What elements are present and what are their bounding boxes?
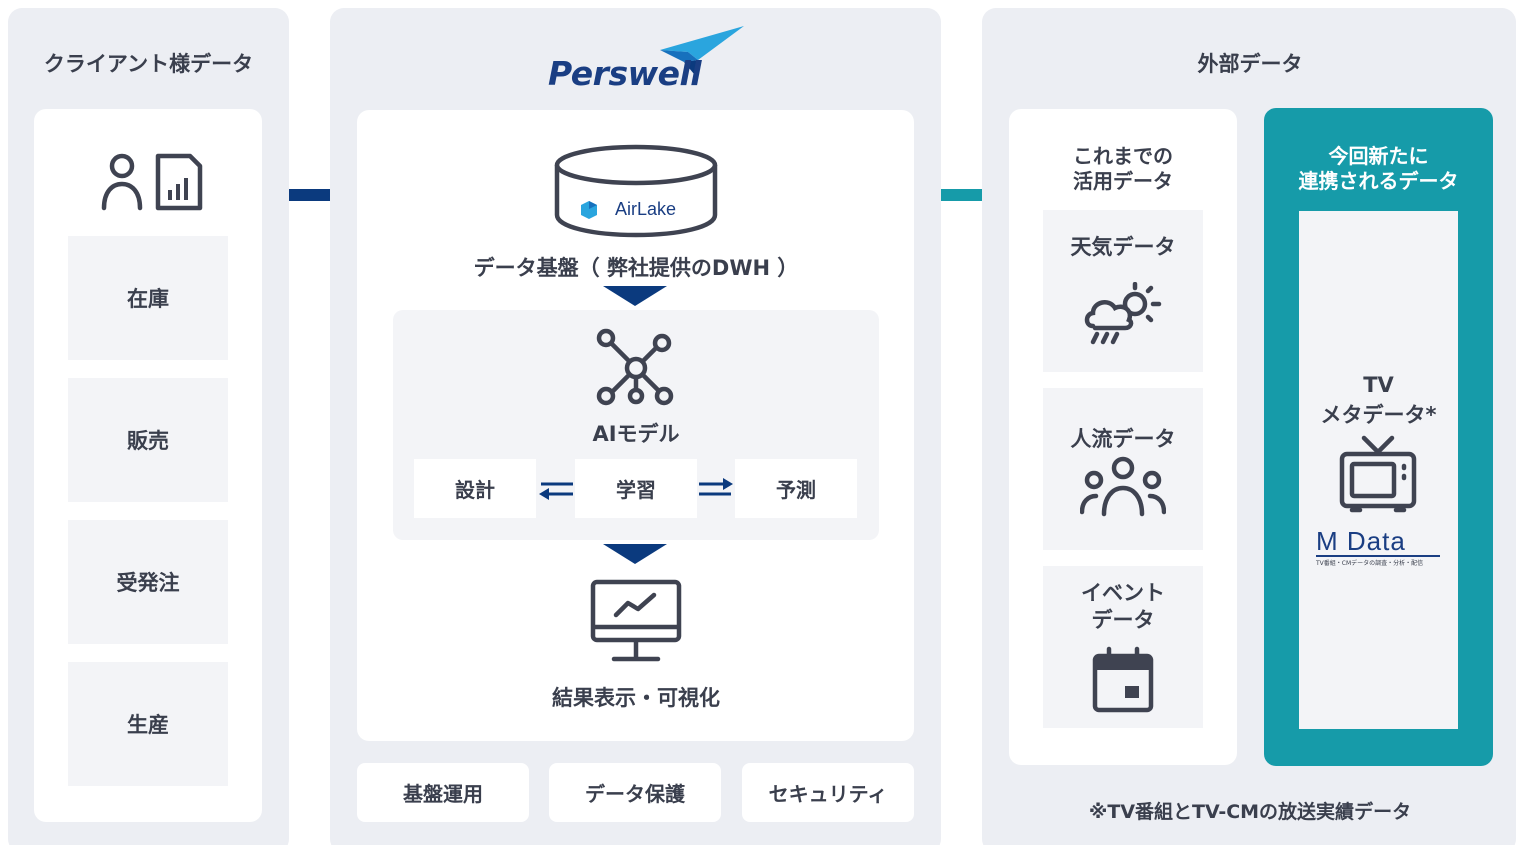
existing-data-title-line1: これまでの [1073,144,1173,168]
flow-down-arrow-2 [603,544,667,568]
event-data-label-line2: データ [1091,608,1155,632]
mdata-tagline: TV番組・CMデータの調査・分析・配信 [1316,560,1424,567]
perswell-logo: Perswell [548,26,748,96]
monitor-chart-icon [590,579,682,669]
perswell-logo-text: Perswell [548,54,702,93]
network-icon [594,328,676,410]
mdata-logo-text: M Data [1316,526,1406,556]
user-document-icon [100,152,204,212]
new-data-title-line1: 今回新たに [1328,144,1429,168]
tv-icon [1338,434,1418,518]
flow-down-arrow-1 [603,286,667,310]
step-prediction: 予測 [735,459,857,518]
existing-data-title-line2: 活用データ [1073,169,1173,193]
infra-operation-chip: 基盤運用 [357,763,529,822]
client-data-title: クライアント様データ [43,52,254,76]
mdata-logo-underline [1316,555,1440,557]
tv-metadata-label-line2: メタデータ* [1320,403,1437,427]
tv-metadata-label-line1: TV [1363,373,1394,397]
new-data-title-line2: 連携されるデータ [1298,169,1459,193]
people-group-icon [1079,456,1167,522]
event-data-tile [1043,566,1203,728]
client-item-production: 生産 [68,662,228,786]
security-chip: セキュリティ [742,763,914,822]
people-flow-label: 人流データ [1070,427,1176,451]
people-flow-tile [1043,388,1203,550]
dwh-label: データ基盤（ 弊社提供のDWH ） [473,256,799,280]
weather-icon [1081,281,1165,350]
client-item-inventory: 在庫 [68,236,228,360]
weather-data-tile [1043,210,1203,372]
ai-model-label: AIモデル [592,422,680,446]
tv-metadata-tile [1299,211,1458,729]
event-data-label-line1: イベント [1081,581,1165,605]
mdata-logo: M Data TV番組・CMデータの調査・分析・配信 [1314,526,1444,572]
result-label: 結果表示・可視化 [552,686,720,710]
airlake-label: AirLake [615,199,677,219]
weather-data-label: 天気データ [1070,235,1176,259]
client-item-sales: 販売 [68,378,228,502]
step-learning: 学習 [575,459,697,518]
client-item-orders: 受発注 [68,520,228,644]
external-data-title: 外部データ [1197,52,1303,76]
calendar-icon [1091,646,1155,718]
arrow-right-icon [697,476,733,506]
database-icon [553,143,719,243]
paper-plane-icon [660,26,744,74]
step-design: 設計 [414,459,536,518]
arrow-left-icon [539,476,575,506]
tv-metadata-footnote: ※TV番組とTV-CMの放送実績データ [1088,801,1412,823]
data-protection-chip: データ保護 [549,763,721,822]
